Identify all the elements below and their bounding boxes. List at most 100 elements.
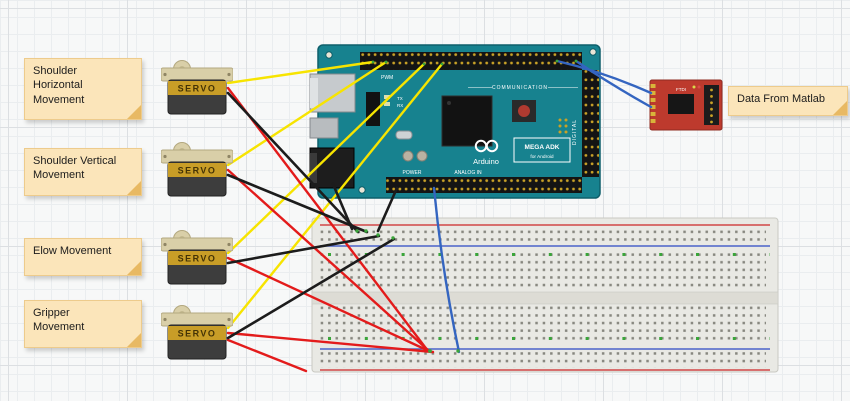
note-fold-icon: [127, 261, 141, 275]
breadboard-center-groove: [311, 291, 779, 305]
digital-header-right-pins: [582, 70, 599, 177]
servo-label: SERVO: [178, 166, 217, 176]
connection-dot: [428, 349, 432, 353]
note-data-from-matlab[interactable]: Data From Matlab: [728, 86, 848, 116]
wire-servo4-signal[interactable]: [226, 62, 444, 330]
breadboard-bank2-holes[interactable]: [320, 306, 766, 344]
servo-label-band: [168, 163, 226, 177]
ftdi-breakout[interactable]: FTDI: [649, 79, 723, 131]
breadboard-bottom-rail-holes[interactable]: [320, 352, 766, 368]
servo-3[interactable]: SERVO: [160, 228, 234, 286]
connection-dot: [555, 59, 559, 63]
note-fold-icon: [127, 181, 141, 195]
arduino-mega-adk[interactable]: TX RX PWM COMMUNICATION DIGITAL ANALOG I…: [309, 44, 601, 199]
arduino-mount-hole: [589, 48, 597, 56]
wire-jack-gnd[interactable]: [331, 182, 354, 231]
model-sub-label: for Android: [530, 154, 554, 160]
digital-label: DIGITAL: [572, 119, 578, 145]
rx-label: RX: [397, 103, 403, 108]
servo-screw-hole: [163, 317, 167, 322]
pwm-label: PWM: [381, 75, 393, 81]
capacitor: [416, 150, 428, 162]
servo-screw-hole: [163, 154, 167, 159]
wire-power-rail-jumper[interactable]: [226, 338, 308, 373]
connection-dot: [371, 60, 375, 64]
servo-label-band: [168, 81, 226, 95]
servo-label: SERVO: [178, 329, 217, 339]
ftdi-led: [692, 85, 696, 89]
note-shoulder-horizontal[interactable]: Shoulder Horizontal Movement: [24, 58, 142, 120]
wire-servo3-power[interactable]: [226, 256, 433, 354]
breadboard[interactable]: [311, 217, 779, 373]
power-analog-header-bottom-pins: [386, 177, 582, 193]
capacitor: [402, 150, 414, 162]
tx-led: [384, 95, 390, 99]
servo-label: SERVO: [178, 254, 217, 264]
wire-arduino-gnd[interactable]: [376, 186, 399, 233]
servo-screw-hole: [227, 317, 231, 322]
connection-dot: [364, 229, 368, 233]
rx-led: [384, 102, 390, 106]
note-gripper[interactable]: Gripper Movement: [24, 300, 142, 348]
wire-servo4-ground[interactable]: [226, 237, 396, 340]
wire-servo1-power[interactable]: [226, 86, 430, 353]
servo-screw-hole: [163, 72, 167, 77]
wire-servo2-power[interactable]: [226, 168, 431, 353]
servo-screw-hole: [227, 154, 231, 159]
ftdi-right-header[interactable]: [704, 85, 719, 125]
wire-servo1-ground[interactable]: [226, 91, 360, 234]
ftdi-label: FTDI: [676, 87, 686, 92]
power-jack-face: [310, 153, 317, 183]
wire-arduino-breadboard[interactable]: [432, 186, 461, 354]
servo-flange: [160, 149, 234, 164]
breadboard-top-rail-holes[interactable]: [320, 227, 766, 243]
servo-1[interactable]: SERVO: [160, 58, 234, 116]
crystal: [395, 130, 413, 140]
arduino-mount-hole: [358, 186, 366, 194]
wire-servo2-ground[interactable]: [226, 173, 369, 234]
servo-screw-hole: [227, 242, 231, 247]
model-box: [513, 137, 571, 163]
ftdi-chip: [668, 94, 694, 114]
servo-label: SERVO: [178, 84, 217, 94]
ftdi-led: [697, 85, 701, 89]
wire-servo4-power[interactable]: [226, 331, 435, 354]
usb-port-face: [310, 78, 318, 108]
icsp-header[interactable]: [558, 118, 568, 134]
connection-dot: [376, 233, 380, 237]
wire-ftdi-tx[interactable]: [555, 59, 653, 95]
note-elbow[interactable]: Elow Movement: [24, 238, 142, 276]
wire-ftdi-rx[interactable]: [574, 59, 653, 109]
note-fold-icon: [127, 105, 141, 119]
wire-servo2-signal[interactable]: [226, 60, 388, 167]
arduino-brand-label: Arduino: [473, 157, 499, 166]
connection-dot: [355, 229, 359, 233]
wire-servo3-ground[interactable]: [226, 234, 381, 265]
reset-button[interactable]: [518, 105, 530, 117]
note-data-from-matlab-label: Data From Matlab: [737, 93, 826, 105]
servo-4[interactable]: SERVO: [160, 303, 234, 361]
wire-servo1-signal[interactable]: [226, 60, 375, 85]
servo-screw-hole: [163, 242, 167, 247]
ftdi-left-pads[interactable]: [650, 84, 656, 123]
mcu-pin1-dot: [447, 101, 451, 105]
power-label: POWER: [403, 170, 422, 176]
wire-servo3-signal[interactable]: [226, 62, 426, 255]
servo-flange: [160, 237, 234, 252]
servo-flange: [160, 312, 234, 327]
servo-2[interactable]: SERVO: [160, 140, 234, 198]
usb-device-port[interactable]: [309, 117, 339, 139]
note-fold-icon: [127, 333, 141, 347]
note-shoulder-vertical[interactable]: Shoulder Vertical Movement: [24, 148, 142, 196]
note-shoulder-vertical-label: Shoulder Vertical Movement: [33, 155, 117, 182]
tx-label: TX: [397, 96, 403, 101]
wires: [226, 59, 653, 373]
note-gripper-label: Gripper Movement: [33, 307, 85, 334]
breadboard-bank1-holes[interactable]: [320, 252, 766, 290]
model-label: MEGA ADK: [525, 144, 560, 151]
servo-label-band: [168, 326, 226, 340]
connection-dot: [422, 62, 426, 66]
digital-header-top-pins: [360, 52, 582, 70]
